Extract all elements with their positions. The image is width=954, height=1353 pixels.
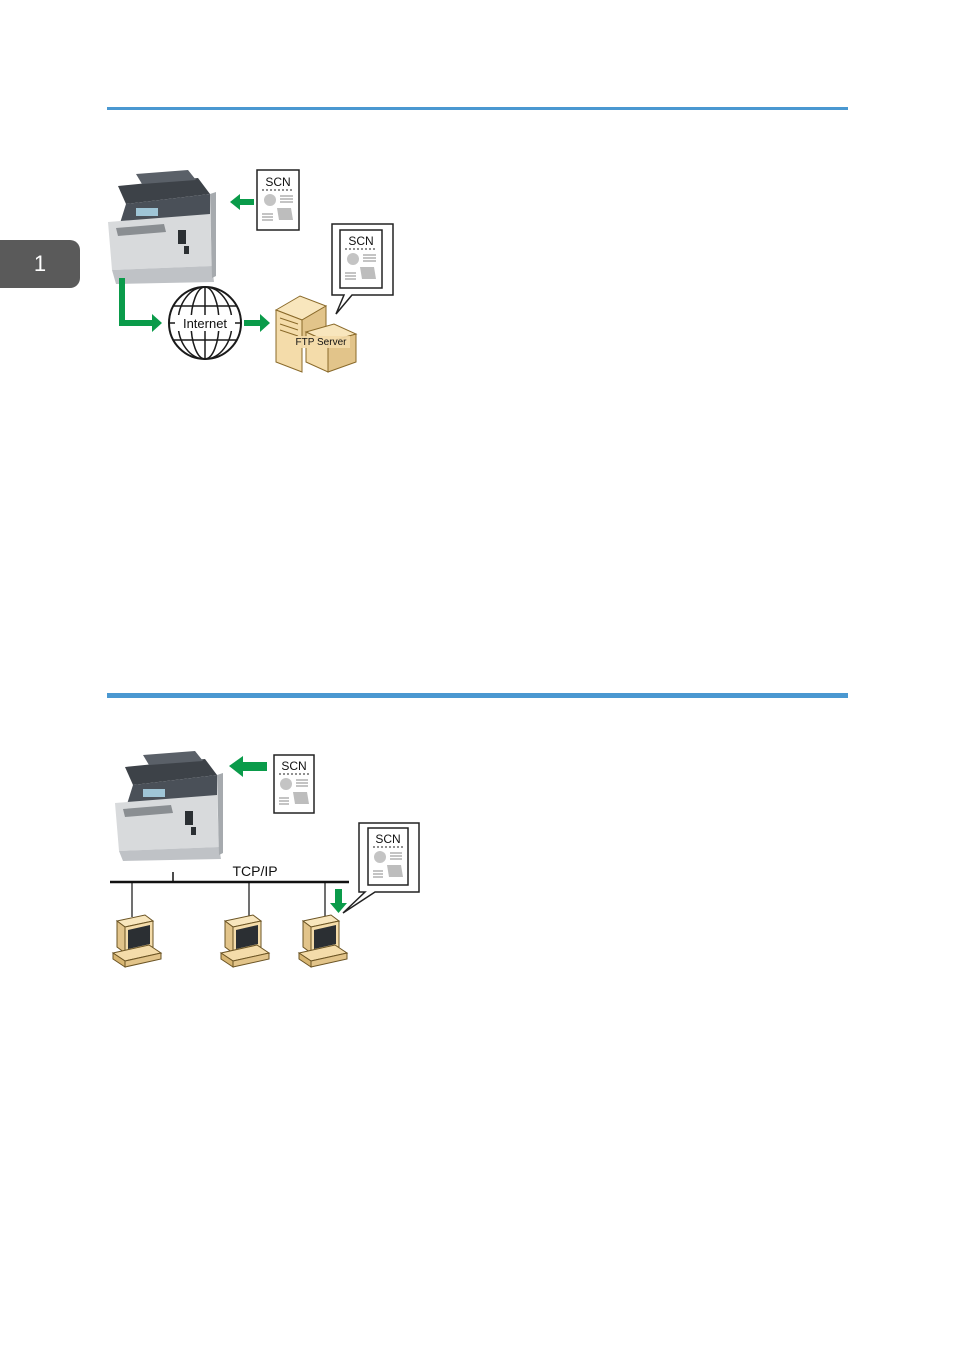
svg-text:FTP Server: FTP Server bbox=[296, 337, 348, 348]
document-icon: SCN bbox=[274, 755, 314, 813]
computer-icon bbox=[221, 915, 269, 967]
document-icon: SCN bbox=[257, 170, 299, 230]
svg-text:SCN: SCN bbox=[348, 234, 373, 248]
network-label: TCP/IP bbox=[232, 863, 277, 879]
svg-text:SCN: SCN bbox=[375, 832, 400, 846]
figure-scan-to-ftp: SCN Internet FTP Server bbox=[100, 160, 400, 380]
arrow-left-icon bbox=[229, 756, 267, 777]
svg-text:Internet: Internet bbox=[183, 316, 227, 331]
arrow-right-icon bbox=[119, 278, 162, 332]
chapter-tab: 1 bbox=[0, 240, 80, 288]
section-rule-middle bbox=[107, 693, 848, 698]
computer-icon bbox=[113, 915, 161, 967]
document-icon: SCN bbox=[368, 828, 408, 885]
arrow-left-icon bbox=[230, 194, 254, 210]
figure-scan-to-folder: SCN TCP/IP bbox=[105, 745, 425, 970]
printer-illustration bbox=[108, 170, 216, 284]
svg-text:SCN: SCN bbox=[281, 759, 306, 773]
arrow-right-icon bbox=[244, 314, 270, 332]
ftp-server-icon: FTP Server bbox=[276, 296, 356, 372]
callout-document: SCN bbox=[343, 823, 419, 913]
chapter-number: 1 bbox=[34, 251, 46, 276]
arrow-down-icon bbox=[330, 889, 347, 913]
svg-text:SCN: SCN bbox=[265, 175, 290, 189]
globe-icon: Internet bbox=[169, 287, 241, 359]
computer-icon bbox=[299, 915, 347, 967]
callout-document: SCN bbox=[332, 224, 393, 314]
document-icon: SCN bbox=[340, 230, 382, 288]
printer-illustration bbox=[115, 751, 223, 861]
section-rule-top bbox=[107, 107, 848, 110]
